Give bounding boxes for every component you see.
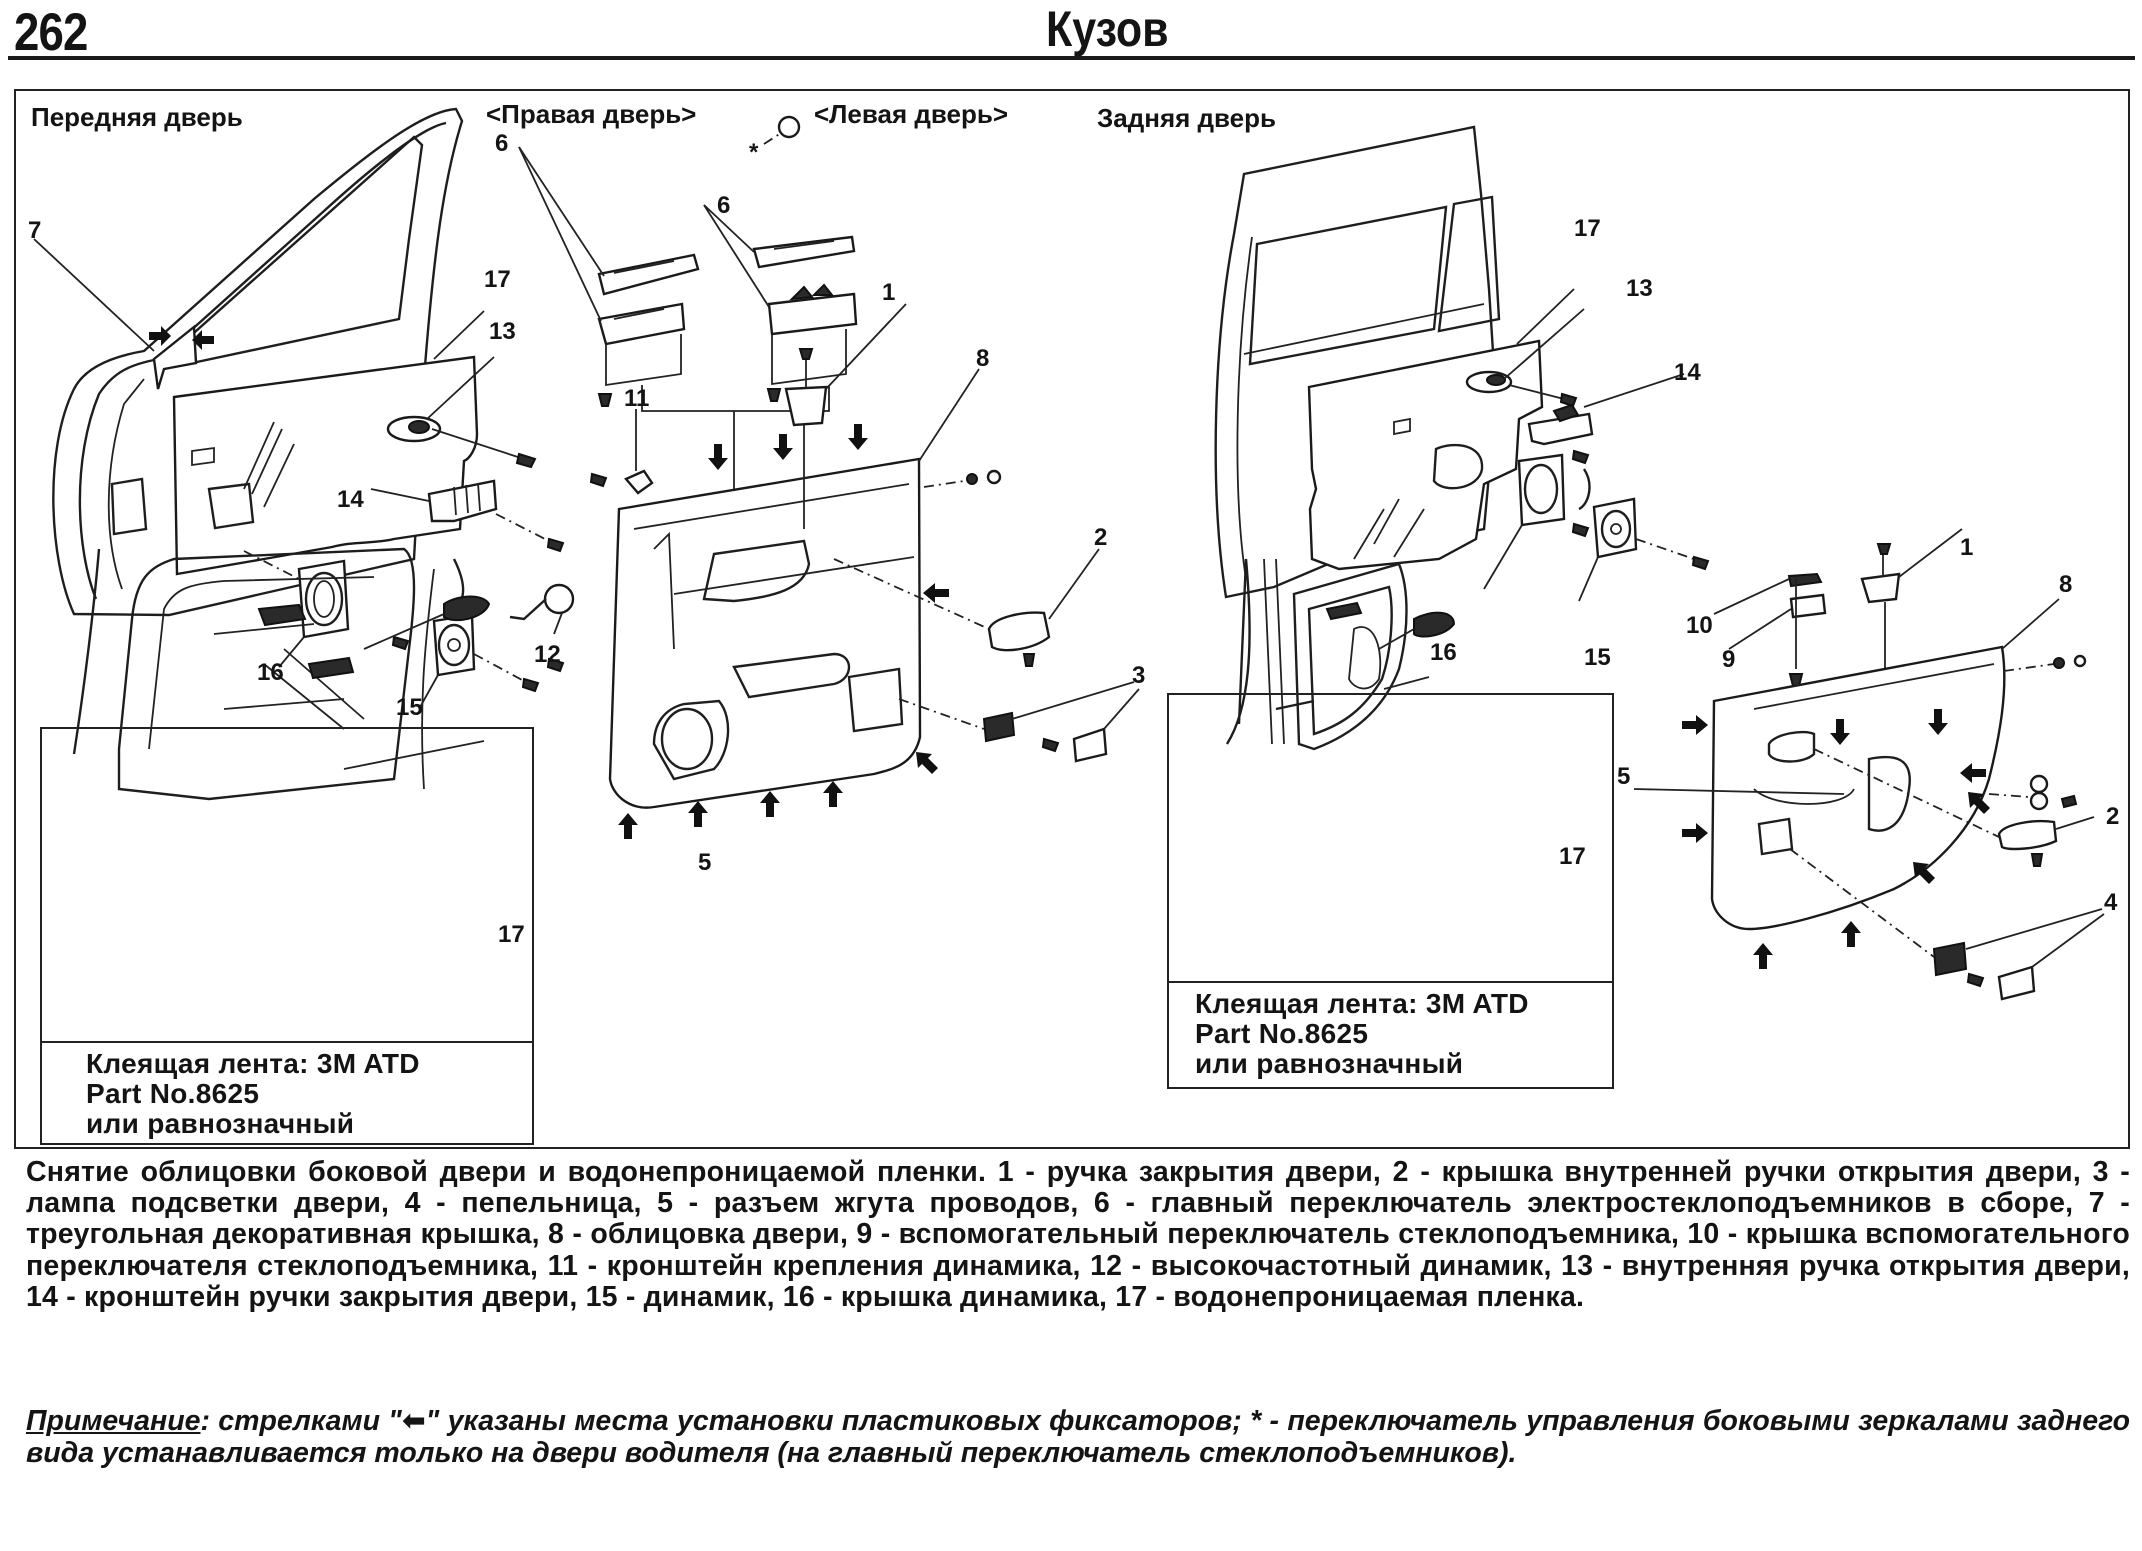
rear-ashtray-4 — [1789, 848, 2105, 1001]
triangle-cover-7 — [33, 238, 214, 390]
right-door-label: <Правая дверь> — [486, 99, 697, 129]
callout-front-6-right: 6 — [495, 130, 509, 157]
inset-caption-line: или равнозначный — [86, 1108, 355, 1139]
front-door-label: Передняя дверь — [31, 102, 243, 132]
front-handle-cover-2 — [833, 548, 1100, 667]
callout-front-11: 11 — [624, 385, 650, 412]
callout-rear-4: 4 — [2104, 889, 2118, 916]
callout-rear-15: 15 — [1584, 644, 1611, 671]
rear-inset-box: 17 Клеящая лента: 3M ATD Part No.8625 ил… — [1167, 693, 1614, 1089]
rear-door-label: Задняя дверь — [1097, 103, 1276, 133]
callout-front-16: 16 — [257, 659, 284, 686]
callout-front-1: 1 — [882, 279, 896, 306]
note-label: Примечание — [26, 1405, 201, 1437]
callout-front-15: 15 — [396, 694, 423, 721]
rear-door-shell — [1214, 125, 1501, 599]
callout-rear-16: 16 — [1430, 639, 1457, 666]
door-trim-diagram: Передняя дверь <Правая дверь> <Левая две… — [14, 89, 2130, 1149]
callout-rear-inset-17: 17 — [1559, 843, 1586, 870]
front-bracket-14 — [370, 479, 565, 553]
inset-caption-line: Part No.8625 — [86, 1078, 260, 1109]
front-door-shell — [52, 107, 464, 617]
rear-door-trim-8 — [1633, 598, 2087, 931]
front-speaker-15 — [391, 613, 540, 710]
callout-front-12: 12 — [534, 641, 561, 668]
callout-front-13: 13 — [489, 318, 516, 345]
callout-front-14: 14 — [337, 486, 364, 513]
inset-caption-line: Клеящая лента: 3M ATD — [86, 1048, 420, 1079]
rear-inset-caption: Клеящая лента: 3M ATD Part No.8625 или р… — [1169, 981, 1612, 1087]
front-inset-box: 17 Клеящая лента: 3M ATD Part No.8625 ил… — [40, 727, 534, 1145]
callout-rear-9: 9 — [1722, 646, 1736, 673]
callout-front-17: 17 — [484, 266, 511, 293]
callout-front-3: 3 — [1132, 662, 1146, 689]
front-inset-drawing — [72, 547, 491, 801]
callout-front-5: 5 — [698, 849, 712, 876]
rear-inset-drawing — [1225, 558, 1456, 751]
rear-handle-cover-2 — [1813, 748, 2095, 867]
asterisk-mark: * — [749, 139, 759, 166]
rear-speaker-15 — [1571, 497, 1710, 602]
callout-front-7: 7 — [28, 217, 42, 244]
left-door-label: <Левая дверь> — [814, 99, 1009, 129]
front-inset-caption: Клеящая лента: 3M ATD Part No.8625 или р… — [42, 1041, 532, 1143]
inset-caption-line: Клеящая лента: 3M ATD — [1195, 988, 1529, 1019]
rear-speaker-cover-16 — [1483, 453, 1591, 590]
rear-fastener-arrows — [1682, 709, 1990, 969]
callout-rear-2: 2 — [2106, 803, 2120, 830]
rear-bracket-14 — [1527, 373, 1685, 465]
figure-caption: Снятие облицовки боковой двери и водонеп… — [26, 1156, 2130, 1313]
rear-sub-switch-9-10 — [1713, 572, 1827, 687]
front-fastener-arrows — [618, 424, 949, 839]
callout-rear-14: 14 — [1674, 359, 1701, 386]
callout-front-6-left: 6 — [717, 192, 731, 219]
master-switch-right-door-6 — [518, 146, 700, 407]
rear-waterproof-film-17 — [1307, 288, 1575, 571]
callout-rear-17: 17 — [1574, 215, 1601, 242]
callout-front-2: 2 — [1094, 524, 1108, 551]
figure-frame — [14, 89, 2130, 1149]
callout-rear-13: 13 — [1626, 275, 1653, 302]
figure-note: Примечание: стрелками "⬅" указаны места … — [26, 1405, 2130, 1469]
note-text-rest: " указаны места установки пластиковых фи… — [26, 1405, 2130, 1469]
callout-rear-8: 8 — [2059, 571, 2073, 598]
callout-rear-1: 1 — [1960, 534, 1974, 561]
rear-handle-13 — [1465, 308, 1585, 408]
front-speaker-bracket-11 — [589, 409, 654, 495]
page-title: Кузов — [1046, 1, 1169, 57]
header-rule — [8, 56, 2135, 60]
callout-rear-10: 10 — [1686, 612, 1713, 639]
callout-front-8: 8 — [976, 345, 990, 372]
callout-front-inset-17: 17 — [498, 921, 525, 948]
note-text-start: : стрелками " — [200, 1405, 402, 1437]
front-handle-13 — [386, 356, 537, 469]
inset-caption-line: Part No.8625 — [1195, 1018, 1369, 1049]
inset-caption-line: или равнозначный — [1195, 1048, 1464, 1079]
exploded-view-drawing — [33, 107, 2105, 1001]
front-handle-1 — [784, 303, 907, 529]
front-door-trim-8 — [608, 368, 1002, 809]
left-arrow-icon: ⬅ — [401, 1405, 426, 1437]
front-door-lamp-3 — [898, 681, 1140, 763]
front-waterproof-film-17 — [172, 310, 485, 576]
callout-rear-5: 5 — [1617, 763, 1631, 790]
page-number: 262 — [14, 3, 88, 62]
master-switch-left-door-6 — [703, 115, 858, 402]
